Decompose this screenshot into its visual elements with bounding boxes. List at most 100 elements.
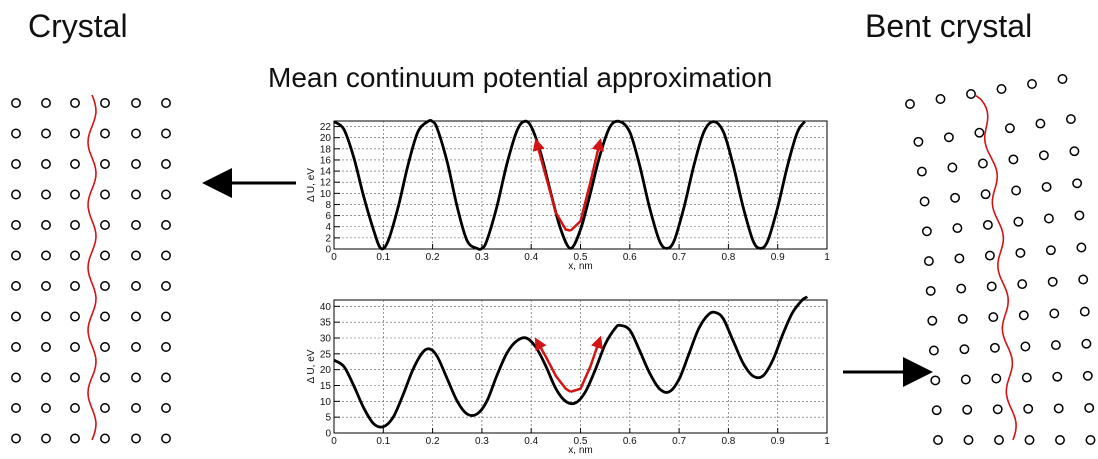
atom-ring <box>1011 185 1022 196</box>
atom-ring <box>131 250 141 261</box>
atom-ring <box>1079 306 1090 317</box>
atom-ring <box>1013 216 1024 227</box>
atom-ring <box>11 98 21 108</box>
atom-ring <box>11 372 21 383</box>
atom-ring <box>131 403 141 413</box>
atom-ring <box>41 250 51 261</box>
atom-ring <box>11 250 21 261</box>
y-axis-label: Δ U, eV <box>306 349 317 383</box>
atom-ring <box>962 404 973 415</box>
atom-ring <box>131 189 141 200</box>
atom-ring <box>70 159 80 169</box>
atom-ring <box>1084 402 1095 413</box>
atom-ring <box>70 220 80 230</box>
atom-ring <box>70 403 80 413</box>
atom-ring <box>11 159 21 169</box>
straight-crystal-lattice <box>11 98 171 444</box>
y-tick-label: 18 <box>320 144 332 155</box>
y-axis-label: Δ U, eV <box>306 168 317 202</box>
x-tick-label: 0.5 <box>574 252 588 263</box>
atom-ring <box>41 342 51 352</box>
atom-ring <box>100 128 110 139</box>
atom-ring <box>100 98 110 108</box>
y-tick-label: 8 <box>325 200 331 211</box>
atom-ring <box>131 159 141 169</box>
y-tick-label: 14 <box>320 167 332 178</box>
atom-ring <box>100 281 110 291</box>
atom-ring <box>919 196 930 207</box>
y-tick-label: 2 <box>325 233 331 244</box>
atom-ring <box>41 159 51 169</box>
atom-ring <box>925 285 936 296</box>
atom-ring <box>1076 242 1087 253</box>
atom-ring <box>131 128 141 139</box>
atom-ring <box>70 128 80 139</box>
y-tick-label: 10 <box>320 397 332 408</box>
atom-ring <box>70 342 80 352</box>
atom-ring <box>943 132 954 143</box>
atom-ring <box>1043 213 1054 224</box>
straight-channel-trajectory <box>87 94 97 441</box>
atom-ring <box>11 342 21 352</box>
atom-ring <box>100 220 110 230</box>
x-tick-label: 0.2 <box>426 436 440 447</box>
atom-ring <box>935 94 946 104</box>
atom-ring <box>41 433 51 444</box>
atom-ring <box>1081 338 1092 349</box>
atom-ring <box>905 99 915 109</box>
atom-ring <box>980 189 991 200</box>
atom-ring <box>1072 178 1083 189</box>
atom-ring <box>1015 247 1026 258</box>
atom-ring <box>41 98 51 108</box>
atom-ring <box>70 281 80 291</box>
atom-ring <box>1024 435 1035 445</box>
atom-ring <box>100 159 110 169</box>
atom-ring <box>161 311 171 322</box>
atom-ring <box>131 433 141 444</box>
atom-ring <box>959 344 970 355</box>
atom-ring <box>1008 154 1019 165</box>
atom-ring <box>1004 123 1015 134</box>
atom-ring <box>1017 279 1028 290</box>
y-tick-label: 10 <box>320 189 332 200</box>
atom-ring <box>161 342 171 352</box>
y-tick-label: 12 <box>320 178 332 189</box>
atom-ring <box>986 281 997 292</box>
atom-ring <box>100 403 110 413</box>
x-tick-label: 0.3 <box>475 252 489 263</box>
atom-ring <box>1035 118 1046 129</box>
atom-ring <box>131 220 141 230</box>
atom-ring <box>994 435 1004 445</box>
crystal-title: Crystal <box>28 8 128 44</box>
x-tick-label: 1 <box>824 436 830 447</box>
atom-ring <box>131 372 141 383</box>
atom-ring <box>921 226 932 237</box>
atom-ring <box>982 219 993 230</box>
y-tick-label: 25 <box>320 349 332 360</box>
atom-ring <box>11 281 21 291</box>
atom-ring <box>952 223 963 234</box>
atom-ring <box>161 372 171 383</box>
atom-ring <box>100 311 110 322</box>
atom-ring <box>161 159 171 169</box>
atom-ring <box>1020 341 1031 352</box>
atom-ring <box>161 189 171 200</box>
atom-ring <box>11 311 21 322</box>
atom-ring <box>977 158 988 169</box>
potential-curve <box>333 119 806 251</box>
atom-ring <box>1021 372 1032 383</box>
y-tick-label: 5 <box>325 413 331 424</box>
atom-ring <box>916 166 927 177</box>
x-tick-label: 0 <box>331 252 337 263</box>
atom-ring <box>100 250 110 261</box>
atom-ring <box>1050 340 1061 351</box>
x-tick-label: 0.8 <box>721 436 735 447</box>
atom-ring <box>1078 274 1089 285</box>
x-tick-label: 0.7 <box>672 436 686 447</box>
x-tick-label: 0.1 <box>376 436 390 447</box>
trajectory-left-arm <box>532 138 571 232</box>
bent-channel-trajectory <box>974 94 1017 441</box>
atom-ring <box>1074 210 1085 221</box>
y-tick-label: 35 <box>320 318 332 329</box>
